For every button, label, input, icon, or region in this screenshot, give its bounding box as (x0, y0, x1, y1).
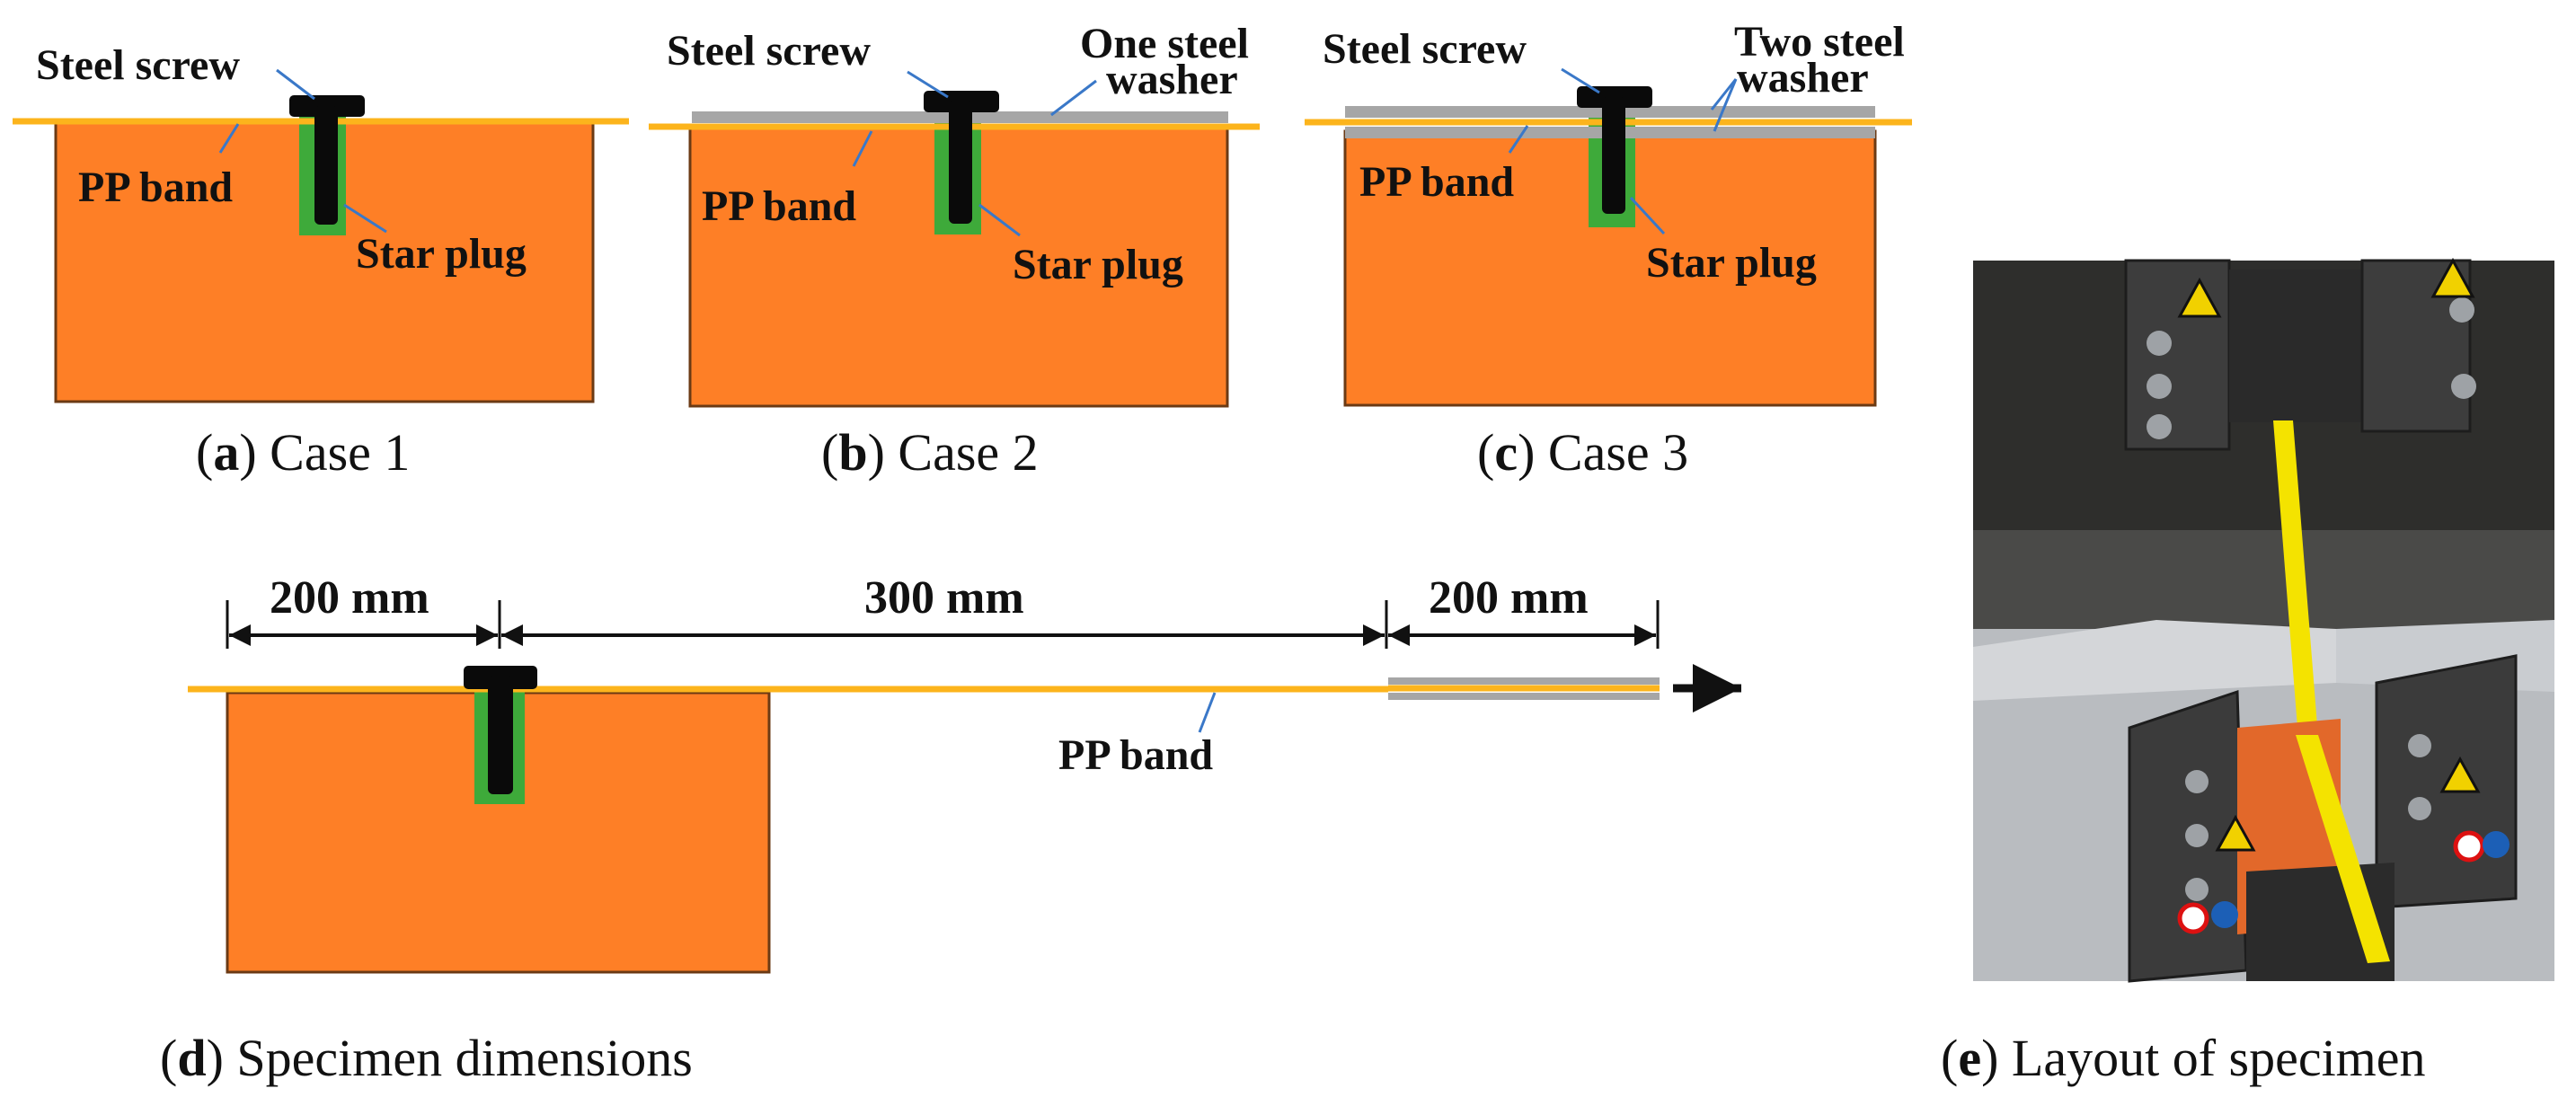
leader-plug (978, 203, 1021, 237)
plug-label: Star plug (1013, 241, 1183, 288)
bolt (2185, 824, 2209, 847)
plug-label: Star plug (356, 230, 527, 278)
mandatory-sign-icon (2483, 831, 2510, 858)
leader-washer (1050, 79, 1097, 117)
leader-plug (1629, 196, 1666, 235)
screw-label: Steel screw (36, 41, 240, 89)
leader-screw (1561, 67, 1600, 94)
prohibition-sign-icon (2177, 902, 2209, 934)
leader-band (852, 130, 873, 167)
leader-plug (343, 203, 387, 234)
leader-band (218, 123, 240, 154)
panel-case-2: Steel screw One steel washer PP band Sta… (649, 20, 1260, 482)
pp-band-strap-lower (2296, 735, 2390, 963)
leader-washer-b (1713, 78, 1738, 132)
leader-band (1198, 692, 1217, 733)
bolt (2408, 797, 2431, 820)
bolt (2185, 770, 2209, 793)
leader-screw (276, 68, 315, 101)
caption-c: (c) Case 3 (1477, 423, 1688, 482)
screw-label: Steel screw (1323, 25, 1527, 73)
prohibition-sign-icon (2453, 830, 2485, 863)
panel-case-1: Steel screw PP band Star plug (a) Case 1 (13, 41, 629, 482)
band-label: PP band (78, 164, 233, 211)
panel-layout-photo: (e) Layout of specimen (1941, 257, 2554, 1087)
warning-sign-icon (2215, 814, 2256, 852)
screw-shank (1602, 97, 1625, 214)
band-label: PP band (1359, 158, 1514, 206)
bolt (2449, 297, 2474, 323)
screw-shank (949, 102, 972, 224)
band-label: PP band (702, 182, 856, 230)
bolt (2451, 374, 2476, 399)
photo-rig-top-left (1973, 620, 2336, 701)
caption-e: (e) Layout of specimen (1941, 1029, 2426, 1087)
leader-band (1508, 125, 1529, 154)
panel-specimen-dimensions: 200 mm 300 mm 200 mm PP band (d) Specime… (160, 572, 1741, 1087)
band-label: PP band (1058, 731, 1213, 779)
upper-grip-center (2229, 270, 2362, 422)
screw-shank (488, 676, 513, 794)
washer-label-2: washer (1106, 56, 1238, 103)
caption-a: (a) Case 1 (196, 423, 410, 482)
leader-screw (907, 70, 949, 99)
upper-grip-left (2124, 259, 2231, 451)
bolt (2147, 374, 2172, 399)
screw-shank (314, 106, 338, 225)
caption-b: (b) Case 2 (821, 423, 1039, 482)
bolt (2147, 331, 2172, 356)
dim-label-2: 300 mm (864, 572, 1024, 624)
plug-label: Star plug (1646, 239, 1817, 287)
pp-band-strap (2273, 420, 2318, 739)
warning-sign-icon (2430, 257, 2475, 298)
mandatory-sign-icon (2211, 901, 2238, 928)
washer-label-1: One steel (1080, 20, 1249, 67)
washer-label-1: Two steel (1734, 18, 1905, 66)
dim-label-3: 200 mm (1429, 572, 1589, 624)
bolt (2185, 878, 2209, 901)
warning-sign-icon (2177, 277, 2222, 318)
bolt (2147, 414, 2172, 439)
dim-label-1: 200 mm (270, 572, 429, 624)
warning-sign-icon (2439, 756, 2481, 793)
panel-case-3: Steel screw Two steel washer PP band Sta… (1305, 18, 1912, 482)
caption-d: (d) Specimen dimensions (160, 1029, 693, 1087)
screw-label: Steel screw (667, 27, 871, 75)
bolt (2408, 734, 2431, 757)
gripped-band-end-bottom (1388, 693, 1660, 700)
washer-label-2: washer (1737, 54, 1869, 102)
gripped-band-end-top (1388, 677, 1660, 685)
leader-washer-a (1710, 78, 1738, 111)
